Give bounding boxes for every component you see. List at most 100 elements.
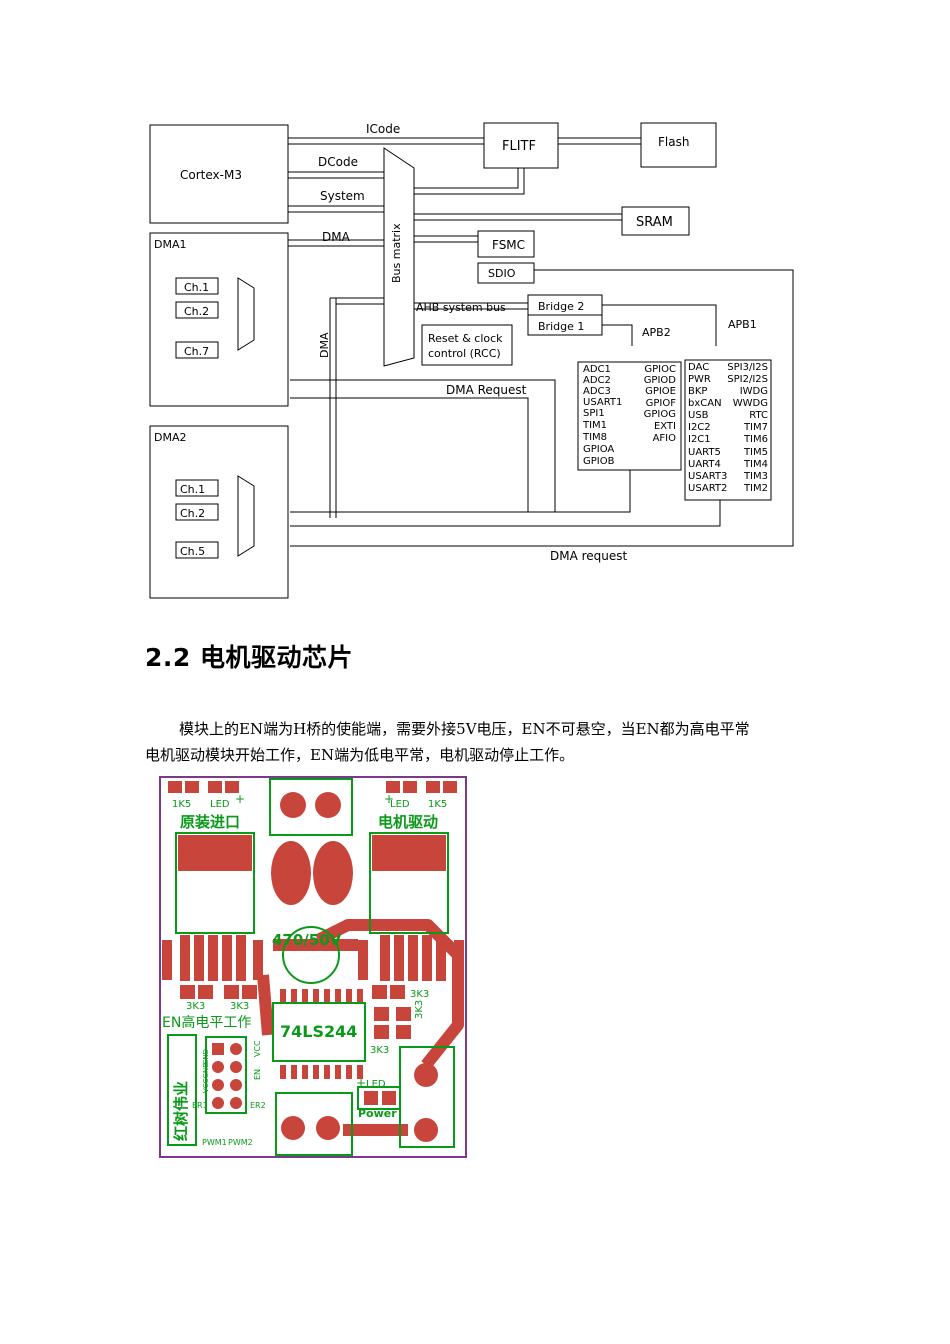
dma1-box [149,232,289,407]
rcc-box [421,324,513,366]
stm32-block-diagram: Cortex-M3 ICode DCode System DMA FLITF F… [149,122,794,599]
pcb-3k3-b: 3K3 [230,1001,249,1012]
apb1-item: DAC [688,362,709,373]
pcb-1k5-left: 1K5 [172,799,191,810]
apb1-item: bxCAN [688,398,722,409]
pcb-title-right: 电机驱动 [378,813,438,831]
flitf-label: FLITF [502,139,536,154]
apb2-item: ADC3 [583,386,611,397]
apb1-item: TIM3 [743,471,768,482]
pcb-led-left: LED [210,799,230,810]
apb1-item: TIM7 [743,422,768,433]
sram-box [621,206,690,236]
flash-box [640,122,717,168]
apb1-item: RTC [749,410,768,421]
pcb-3k3-d: 3K3 [370,1045,389,1056]
cortex-box [149,124,289,224]
silkscreen-layer [167,778,455,1156]
pcb-vcc: VCC [253,1040,262,1057]
fsmc-box [477,230,535,258]
pcb-layout-image: 1K5 LED + + LED 1K5 原装进口 电机驱动 470/50V 3K… [159,776,467,1158]
dma2-ch1: Ch.1 [180,483,205,496]
dma2-ch2: Ch.2 [180,507,205,520]
dma1-ch2: Ch.2 [184,305,209,318]
apb1-item: TIM2 [743,483,768,494]
pcb-3k3-c: 3K3 [410,989,429,1000]
dma1-title: DMA1 [154,238,186,251]
apb2-item: GPIOB [583,456,615,467]
sdio-label: SDIO [488,267,516,280]
apb1-item: I2C1 [688,434,711,445]
system-label: System [320,189,365,203]
apb2-item: TIM8 [582,432,607,443]
pcb-en: EN [253,1069,262,1080]
section-paragraph: 模块上的EN端为H桥的使能端，需要外接5V电压，EN不可悬空，当EN都为高电平常… [145,716,815,768]
bridge1-label: Bridge 1 [538,320,584,333]
pcb-plus-power: + [356,1076,366,1090]
pcb-led-right: LED [390,799,410,810]
pcb-title-left: 原装进口 [180,813,240,831]
apb2-item: GPIOF [646,398,677,409]
apb2-item: TIM1 [582,420,607,431]
apb1-item: TIM4 [743,459,768,470]
dma-request-2: DMA request [550,549,628,563]
apb1-item: USART2 [688,483,727,494]
apb1-item: PWR [688,374,711,385]
paragraph-line-2: 电机驱动模块开始工作，EN端为低电平常，电机驱动停止工作。 [145,746,575,764]
pcb-led-power: LED [366,1079,386,1090]
apb2-item: ADC2 [583,375,611,386]
flash-label: Flash [658,135,689,149]
apb1-item: SPI3/I2S [727,362,768,373]
apb2-label: APB2 [642,326,671,339]
apb2-item: GPIOE [645,386,676,397]
apb1-item: SPI2/I2S [727,374,768,385]
apb2-item: EXTI [654,421,676,432]
apb1-peripheral-list: DAC PWR BKP bxCAN USB I2C2 I2C1 UART5 UA… [688,362,768,494]
rcc-line2: control (RCC) [428,347,501,360]
apb2-item: USART1 [583,397,622,408]
apb1-item: TIM5 [743,447,768,458]
apb2-item: GPIOG [644,409,676,420]
pcb-1k5-right: 1K5 [428,799,447,810]
pcb-er2: ER2 [250,1101,266,1110]
dcode-label: DCode [318,155,358,169]
flitf-box [483,122,559,169]
dma1-ch1: Ch.1 [184,281,209,294]
apb2-item: GPIOD [644,375,677,386]
apb2-item: GPIOA [583,444,614,455]
apb1-item: USART3 [688,471,727,482]
apb2-item: SPI1 [583,408,605,419]
bus-matrix-shape [383,147,415,367]
pcb-power-label: Power [358,1107,397,1120]
pcb-plus-right: + [384,792,394,806]
apb2-item: GPIOC [644,364,676,375]
apb2-peripheral-list: ADC1 ADC2 ADC3 USART1 SPI1 TIM1 TIM8 GPI… [582,364,676,467]
apb1-item: WWDG [733,398,768,409]
apb1-item: I2C2 [688,422,711,433]
apb1-item: UART5 [688,447,721,458]
pcb-cap-label: 470/50V [272,931,342,949]
bridge2-label: Bridge 2 [538,300,584,313]
apb1-item: TIM6 [743,434,768,445]
paragraph-line-1: 模块上的EN端为H桥的使能端，需要外接5V电压，EN不可悬空，当EN都为高电平常 [179,720,750,738]
pcb-pwm1: PWM1 [202,1138,227,1147]
apb2-item: ADC1 [583,364,611,375]
dma2-title: DMA2 [154,431,186,444]
pcb-er1: ER1 [192,1101,208,1110]
icode-label: ICode [366,122,400,136]
sram-label: SRAM [636,215,673,230]
pcb-3k3-e: 3K3 [414,1000,425,1019]
apb1-item: UART4 [688,459,721,470]
dma-request-1: DMA Request [446,383,527,397]
apb1-label: APB1 [728,318,757,331]
pcb-vccgnd: VCCGND [202,1062,210,1093]
copper-layer [162,781,464,1142]
apb2-item: AFIO [653,433,677,444]
pcb-pwm2: PWM2 [228,1138,253,1147]
ahb-label: AHB system bus [416,301,506,314]
pcb-chip-label: 74LS244 [280,1022,357,1041]
dma1-ch7: Ch.7 [184,345,209,358]
dma-vertical-label: DMA [318,332,331,358]
dma2-box [149,425,289,599]
pcb-en-label: EN高电平工作 [162,1014,251,1031]
